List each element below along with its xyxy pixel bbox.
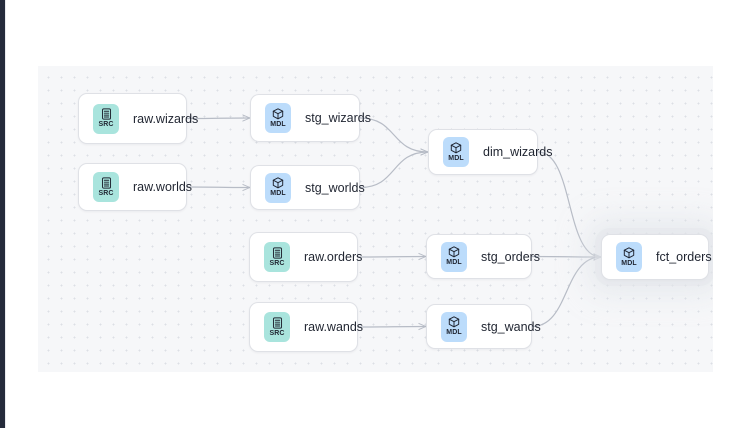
node-stg_worlds[interactable]: MDL stg_worlds [250,165,365,210]
node-label: stg_worlds [305,180,365,195]
cube-icon: MDL [441,241,467,272]
node-label: raw.worlds [133,180,193,194]
node-kind-label: MDL [270,120,286,128]
cube-icon: MDL [443,137,469,167]
database-icon: SRC [93,103,119,134]
node-kind-label: MDL [621,259,637,267]
edge-stg_orders-to-fct_orders [531,257,601,258]
node-label: raw.orders [304,250,363,264]
database-icon: SRC [93,172,119,202]
edge-stg_worlds-to-dim_wizards [359,152,428,189]
edge-raw_wands-to-stg_wands [357,327,426,328]
node-label: stg_wizards [305,111,371,125]
node-kind-label: SRC [269,259,285,267]
node-kind-label: MDL [448,154,464,162]
cube-icon: MDL [441,311,467,342]
edge-dim_wizards-to-fct_orders [537,151,601,257]
node-label: stg_orders [481,249,541,264]
node-stg_orders[interactable]: MDL stg_orders [426,234,540,279]
cube-icon: MDL [265,103,291,133]
edge-stg_wands-to-fct_orders [531,257,601,328]
node-fct_orders[interactable]: MDL fct_orders [601,234,712,280]
node-kind-label: SRC [98,121,114,128]
node-kind-label: MDL [446,329,462,336]
cube-icon: MDL [616,242,642,272]
node-label: stg_wands [481,319,541,334]
edge-raw_orders-to-stg_orders [357,257,426,258]
node-raw_orders[interactable]: SRC raw.orders [249,232,362,282]
node-stg_wands[interactable]: MDL stg_wands [426,304,541,349]
cube-icon: MDL [265,172,291,203]
node-label: dim_wizards [483,145,553,159]
node-raw_wands[interactable]: SRC raw.wands [249,302,363,352]
node-raw_wizards[interactable]: SRC raw.wizards [78,93,198,144]
node-stg_wizards[interactable]: MDL stg_wizards [250,94,371,142]
node-kind-label: MDL [446,259,462,266]
database-icon: SRC [264,242,290,272]
edge-raw_worlds-to-stg_worlds [186,187,250,188]
database-icon: SRC [264,312,290,342]
node-label: raw.wands [304,320,364,334]
node-raw_worlds[interactable]: SRC raw.worlds [78,163,192,211]
node-kind-label: SRC [98,189,114,197]
node-kind-label: SRC [269,329,285,337]
node-label: fct_orders [656,250,712,264]
node-kind-label: MDL [270,190,286,197]
node-dim_wizards[interactable]: MDL dim_wizards [428,129,552,175]
left-nav-rail[interactable] [0,0,5,428]
rail-divider [5,0,6,428]
node-label: raw.wizards [133,111,199,126]
